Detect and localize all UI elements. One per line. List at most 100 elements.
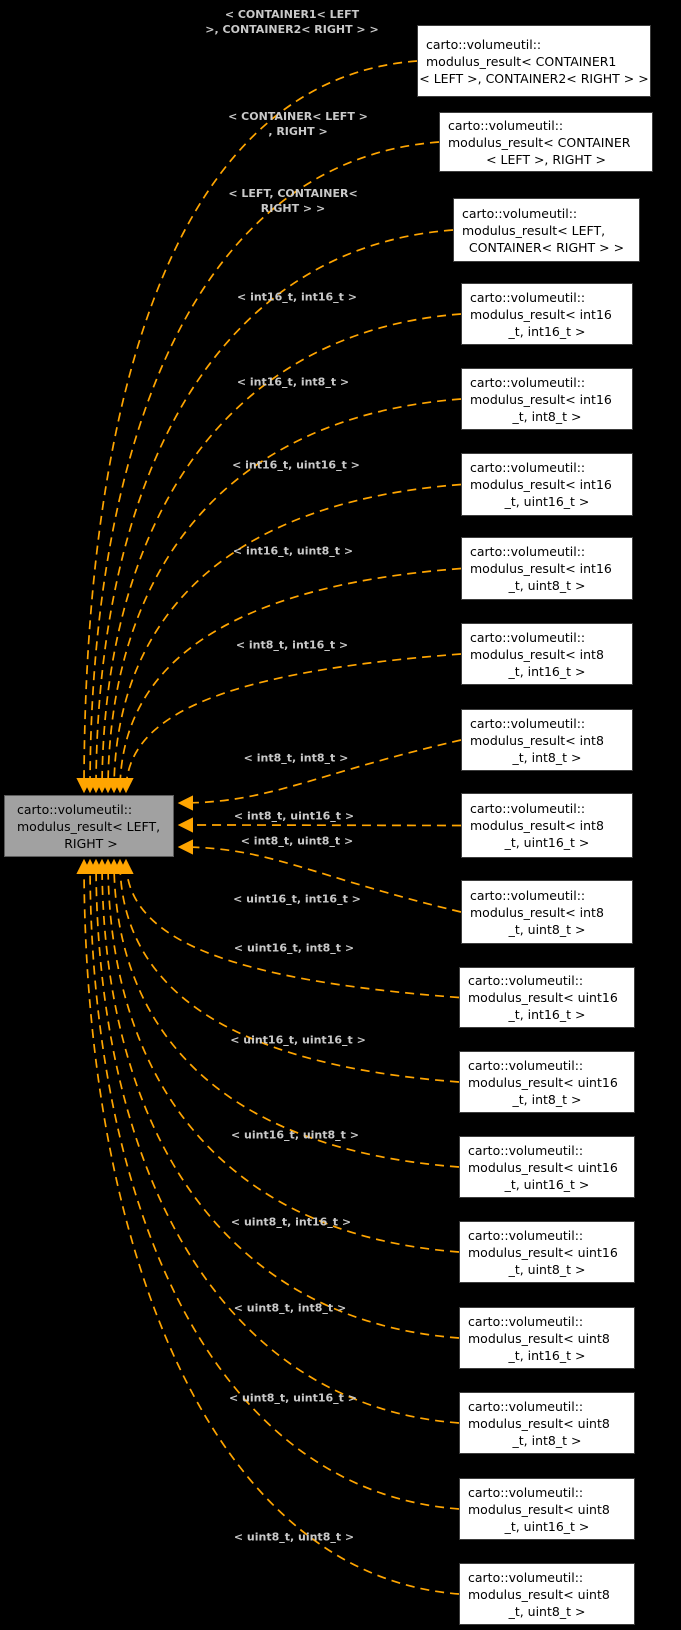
node-label-line: modulus_result< uint8 [468, 1501, 610, 1517]
specialization-node[interactable]: carto::volumeutil::modulus_result< CONTA… [439, 112, 653, 172]
instantiation-edge [106, 858, 460, 1168]
edge-template-args-label: < uint8_t, uint16_t > [229, 1391, 357, 1406]
node-label-line: carto::volumeutil:: [470, 801, 586, 816]
edge-label-line: < CONTAINER< LEFT > [228, 110, 368, 123]
edge-label-line: < uint16_t, int16_t > [233, 892, 361, 906]
instantiation-edge [100, 398, 462, 794]
specialization-node[interactable]: carto::volumeutil::modulus_result< uint8… [459, 1392, 635, 1454]
edge-label-line: < CONTAINER1< LEFT [224, 8, 360, 21]
specialization-node[interactable]: carto::volumeutil::modulus_result< int16… [461, 537, 633, 600]
node-label-line: carto::volumeutil:: [468, 1057, 584, 1073]
specialization-node[interactable]: carto::volumeutil::modulus_result< int8_… [461, 709, 633, 771]
node-label-line: modulus_result< uint8 [468, 1330, 610, 1346]
edge-template-args-label: < int8_t, int8_t > [244, 751, 349, 766]
node-label-line: modulus_result< int8 [470, 646, 604, 662]
specialization-node[interactable]: carto::volumeutil::modulus_result< int16… [461, 283, 633, 345]
edge-label-line: < uint8_t, int16_t > [230, 1215, 352, 1229]
node-label-line: modulus_result< int16 [470, 306, 612, 322]
node-label-line: modulus_result< int8 [470, 732, 604, 748]
specialization-node[interactable]: carto::volumeutil::modulus_result< uint1… [459, 1221, 635, 1283]
edge-label-line: < int8_t, uint8_t > [240, 834, 354, 848]
specialization-node[interactable]: carto::volumeutil::modulus_result< LEFT,… [453, 198, 640, 262]
node-label-line: modulus_result< int16 [470, 477, 612, 492]
node-label-line: carto::volumeutil:: [468, 1142, 584, 1158]
instantiation-edge [112, 567, 462, 794]
node-label-line: carto::volumeutil:: [470, 715, 586, 731]
instantiation-edge [94, 313, 462, 794]
edge-label-line: < uint16_t, int8_t > [233, 941, 355, 955]
instantiation-edge [100, 858, 460, 1253]
edge-label-line: < int16_t, int8_t > [236, 375, 350, 389]
node-label-line: modulus_result< uint16 [468, 1159, 618, 1175]
node-label-line: modulus_result< uint16 [468, 1074, 618, 1090]
edge-label-line: < int8_t, int8_t > [243, 751, 349, 765]
edge-template-args-label: < CONTAINER1< LEFT >, CONTAINER2< RIGHT >… [205, 7, 378, 37]
node-label-line: carto::volumeutil:: [468, 1398, 584, 1414]
instantiation-edge [88, 858, 460, 1424]
edge-label-line: < LEFT, CONTAINER< [228, 187, 358, 200]
specialization-node[interactable]: carto::volumeutil::modulus_result< uint8… [459, 1478, 635, 1540]
edge-template-args-label: < int16_t, uint8_t > [233, 544, 353, 559]
edge-label-line: < int16_t, uint16_t > [232, 458, 360, 472]
instantiation-edge [177, 839, 462, 913]
node-label-line: _t, uint8_t > [508, 1603, 586, 1619]
node-label-line: _t, uint8_t > [508, 1261, 586, 1277]
edge-template-args-label: < uint16_t, int16_t > [233, 892, 361, 907]
specialization-node[interactable]: carto::volumeutil::modulus_result< int8_… [461, 793, 633, 858]
node-label-line: modulus_result< int8 [470, 904, 604, 920]
node-label-line: modulus_result< int16 [470, 391, 612, 407]
specialization-node[interactable]: carto::volumeutil::modulus_result< int16… [461, 368, 633, 430]
node-label-line: carto::volumeutil:: [468, 1569, 584, 1585]
node-label-line: modulus_result< uint8 [468, 1415, 610, 1431]
edge-template-args-label: < uint16_t, uint16_t > [230, 1033, 366, 1048]
node-label-line: _t, int8_t > [512, 408, 582, 424]
node-label-line: modulus_result< uint8 [468, 1586, 610, 1602]
edge-template-args-label: < int8_t, uint16_t > [234, 809, 354, 824]
instantiation-edge [106, 483, 462, 794]
node-label-line: carto::volumeutil:: [468, 1484, 584, 1500]
specialization-node[interactable]: carto::volumeutil::modulus_result< uint1… [459, 967, 635, 1028]
node-label-line: _t, int16_t > [508, 323, 586, 339]
instantiation-edge [88, 229, 454, 794]
specialization-node[interactable]: carto::volumeutil::modulus_result< int8_… [461, 880, 633, 944]
edge-template-args-label: < uint8_t, uint8_t > [234, 1530, 354, 1545]
instantiation-edge [76, 60, 418, 794]
node-label-line: _t, uint8_t > [508, 921, 586, 937]
node-label-line: _t, int16_t > [508, 663, 586, 679]
edge-label-line: RIGHT > > [260, 202, 326, 215]
edge-label-line: < int16_t, uint8_t > [232, 544, 354, 558]
edge-template-args-label: < uint16_t, int8_t > [234, 941, 354, 956]
edge-label-line: < int8_t, int16_t > [235, 638, 349, 652]
node-label-line: _t, uint8_t > [508, 578, 586, 593]
edge-template-args-label: < int16_t, int16_t > [237, 290, 357, 305]
edge-label-line: < uint8_t, uint16_t > [229, 1391, 357, 1405]
edge-label-line: >, CONTAINER2< RIGHT > > [205, 23, 379, 36]
instantiation-edge [177, 739, 462, 811]
base-template-node[interactable]: carto::volumeutil::modulus_result< LEFT,… [4, 795, 174, 857]
specialization-node[interactable]: carto::volumeutil::modulus_result< uint8… [459, 1563, 635, 1625]
instantiation-edge [177, 817, 462, 833]
edge-template-args-label: < uint16_t, uint8_t > [231, 1128, 359, 1143]
edge-label-line: , RIGHT > [268, 125, 328, 138]
node-label-line: carto::volumeutil:: [468, 1313, 584, 1329]
node-label-line: carto::volumeutil:: [470, 629, 586, 645]
node-label-line: carto::volumeutil:: [17, 801, 133, 817]
node-label-line: carto::volumeutil:: [468, 1227, 584, 1243]
specialization-node[interactable]: carto::volumeutil::modulus_result< int16… [461, 453, 633, 516]
node-label-line: _t, int8_t > [512, 749, 582, 765]
node-label-line: _t, uint16_t > [504, 494, 590, 509]
edge-template-args-label: < CONTAINER< LEFT > , RIGHT > [228, 109, 368, 139]
specialization-node[interactable]: carto::volumeutil::modulus_result< uint1… [459, 1051, 635, 1113]
node-label-line: < LEFT >, CONTAINER2< RIGHT > > [419, 70, 649, 86]
specialization-node[interactable]: carto::volumeutil::modulus_result< uint8… [459, 1307, 635, 1369]
node-label-line: carto::volumeutil:: [448, 117, 564, 133]
edge-label-line: < uint16_t, uint8_t > [231, 1128, 359, 1142]
specialization-node[interactable]: carto::volumeutil::modulus_result< int8_… [461, 623, 633, 685]
edge-template-args-label: < uint8_t, int8_t > [234, 1301, 346, 1316]
specialization-node[interactable]: carto::volumeutil::modulus_result< CONTA… [417, 25, 651, 97]
node-label-line: modulus_result< int8 [470, 818, 604, 833]
specialization-node[interactable]: carto::volumeutil::modulus_result< uint1… [459, 1136, 635, 1198]
instantiation-edge [118, 653, 462, 794]
